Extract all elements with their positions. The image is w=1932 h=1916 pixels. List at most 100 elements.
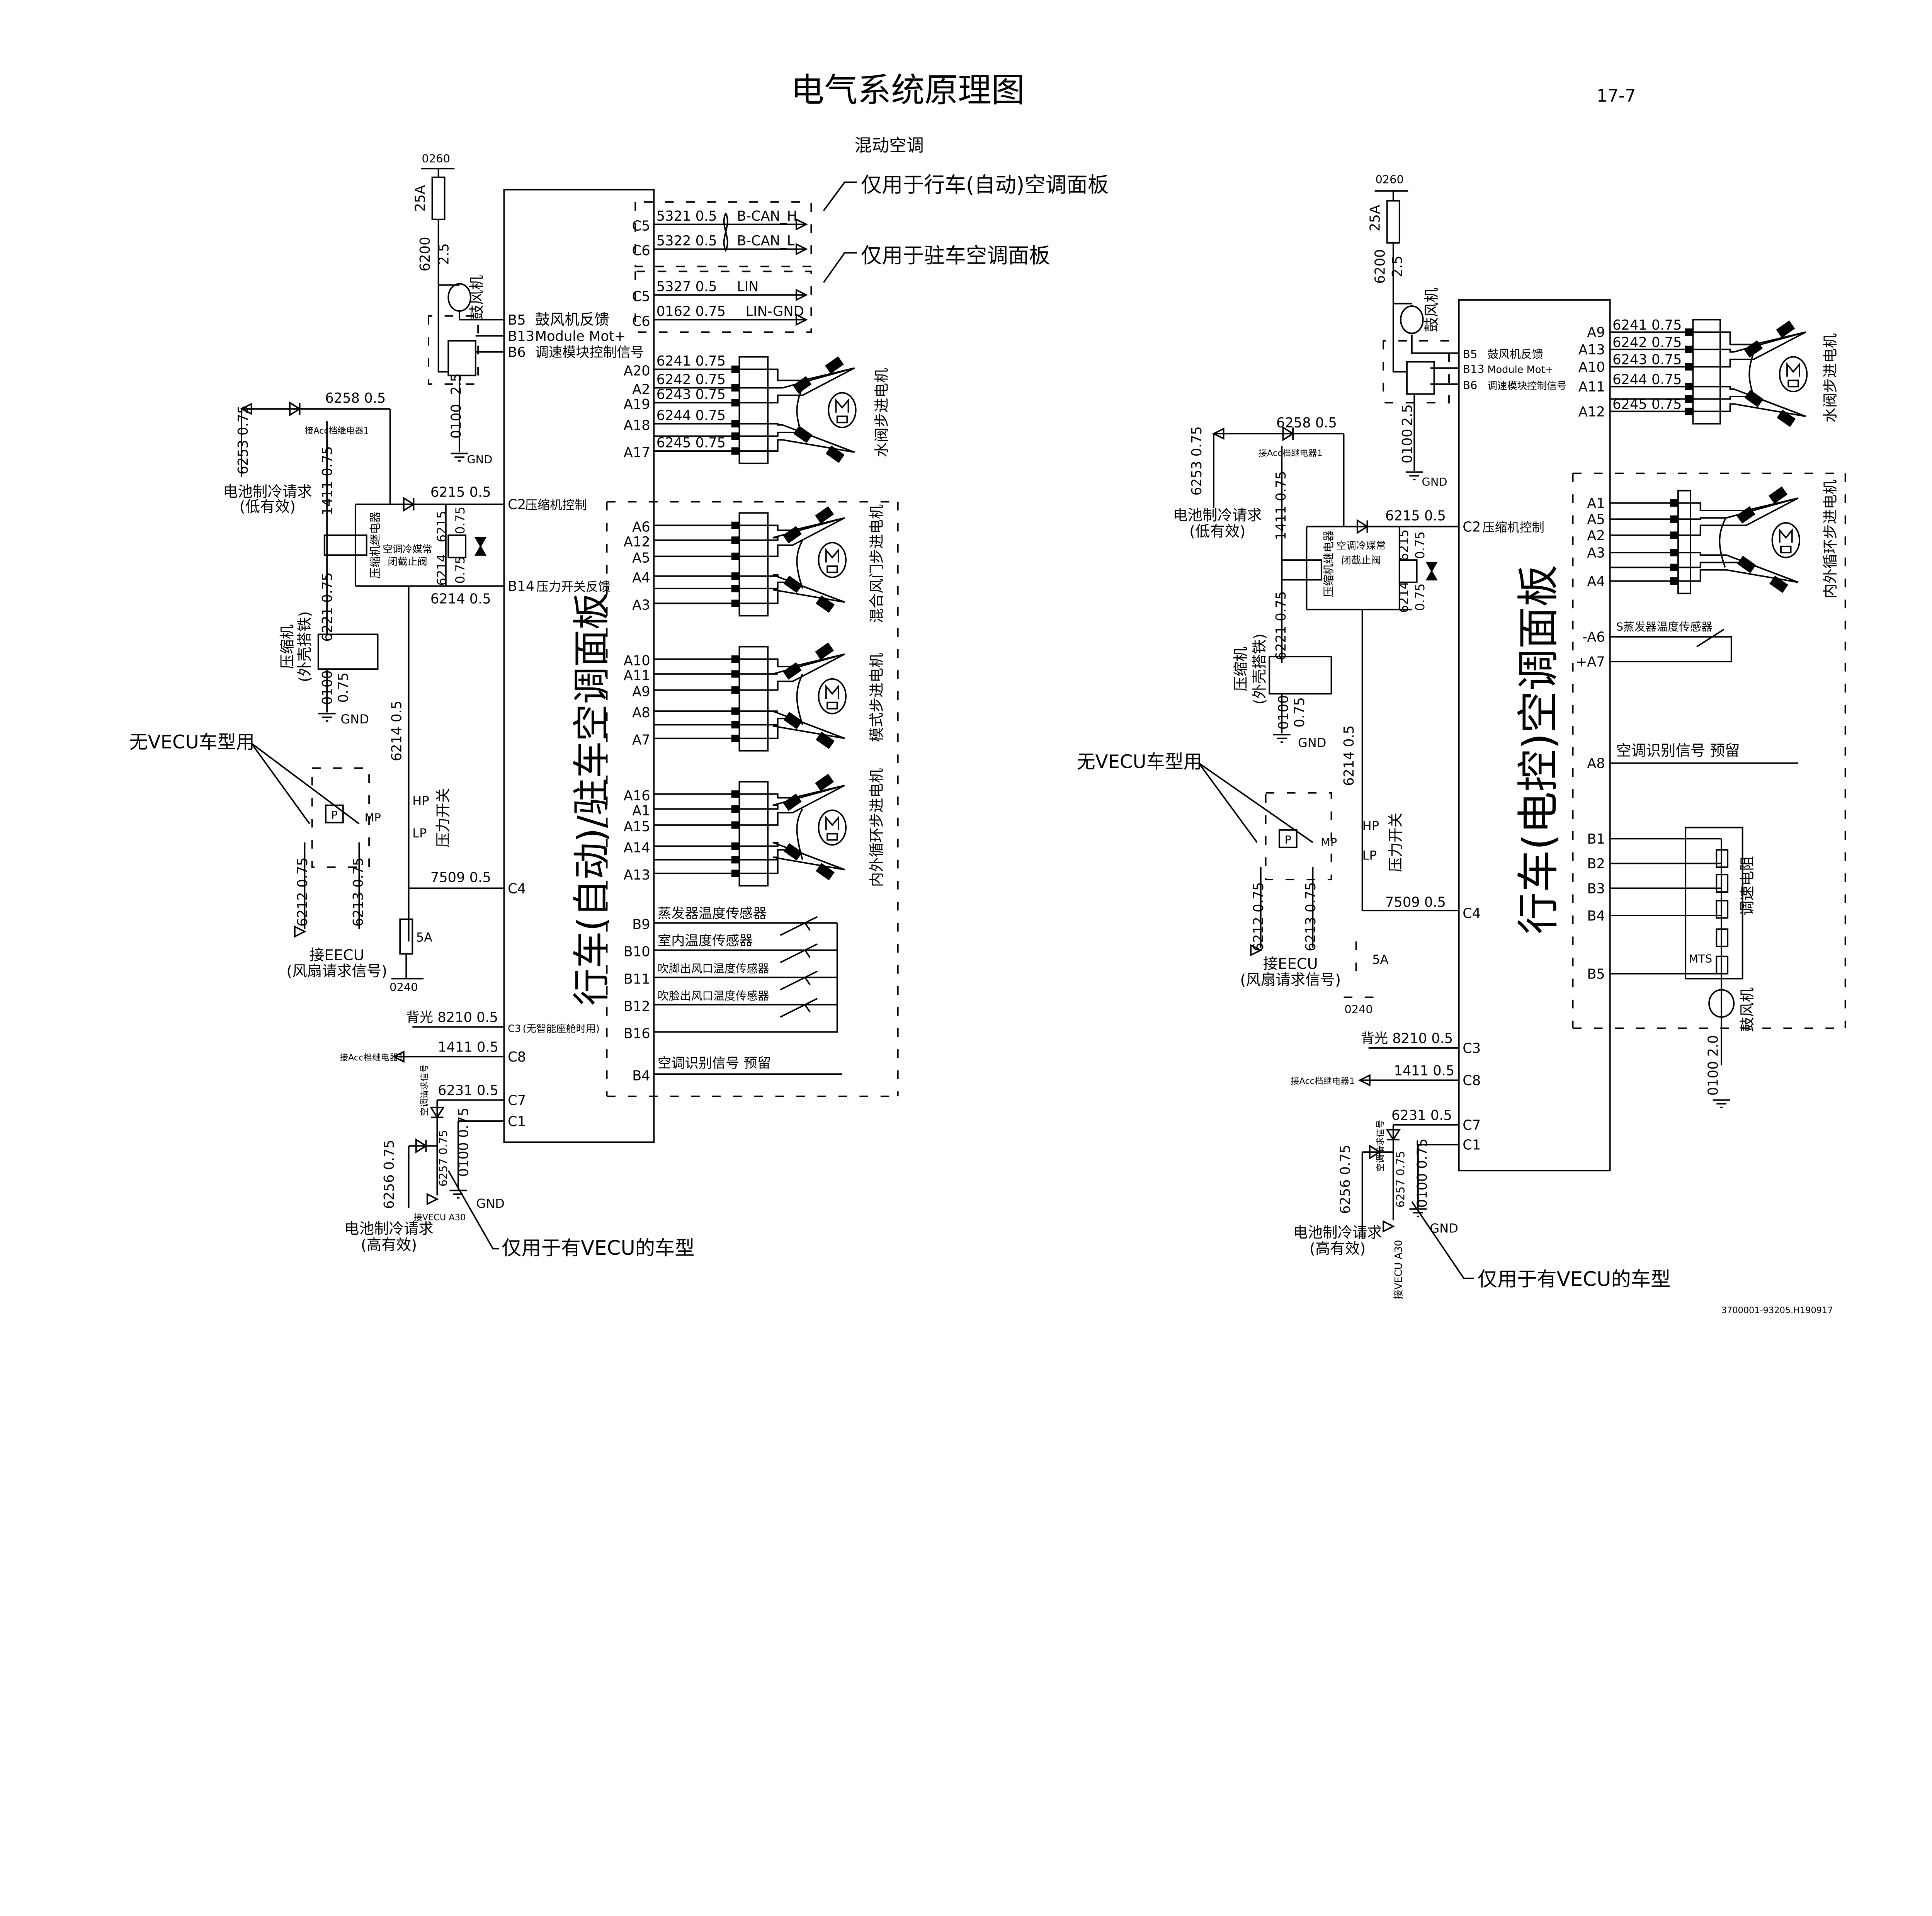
wire — [1678, 569, 1799, 583]
diagram-label: 6212 0.75 — [295, 857, 311, 926]
diagram-label: 0.75 — [453, 556, 468, 584]
diode-icon — [289, 401, 301, 417]
diagram-label: MP — [365, 811, 381, 824]
diagram-label: 0240 — [1344, 1003, 1372, 1016]
resistor-icon — [1716, 928, 1729, 948]
coil-icon — [1744, 390, 1764, 407]
wire — [408, 1099, 504, 1208]
pressure-switch-box — [1265, 792, 1332, 880]
diagram-label: 2.5 — [1389, 255, 1405, 277]
wire — [241, 408, 504, 942]
wire — [1361, 1124, 1459, 1239]
arrow-icon — [1383, 1220, 1395, 1233]
diagram-label: 压缩机继电器 — [1322, 530, 1335, 597]
motor-label: 水阀步进电机 — [873, 368, 891, 457]
terminal-icon — [1670, 499, 1679, 507]
page-subtitle: 混动空调 — [855, 135, 924, 155]
wire-label: 5327 0.5 — [656, 279, 717, 295]
pin-label: A11 — [624, 668, 650, 684]
diagram-label: 6214 — [434, 554, 449, 586]
ground-icon — [1713, 1099, 1730, 1108]
diagram-label: 1411 0.75 — [320, 446, 335, 515]
diagram-label: 2.5 — [448, 373, 464, 395]
arrow-icon — [1250, 944, 1263, 956]
wire — [1610, 636, 1732, 662]
pin-label: C7 — [1463, 1117, 1481, 1133]
pin-label: B13 — [1463, 362, 1484, 376]
signal-label: 压力开关反馈 — [536, 579, 611, 594]
connector-icon — [1692, 319, 1721, 425]
arrow-icon — [795, 289, 808, 301]
wire-label: 1411 0.5 — [1394, 1063, 1454, 1079]
wire — [739, 517, 845, 531]
diagram-label: 接Acc档继电器1 — [340, 1053, 404, 1063]
diagram-label: GND — [1422, 475, 1447, 488]
pin-label: A4 — [632, 570, 650, 586]
signal-label: 空调识别信号 预留 — [1616, 742, 1740, 760]
wire-label: 6244 0.75 — [1612, 372, 1682, 388]
terminal-icon — [731, 821, 740, 829]
coil-icon — [816, 863, 835, 880]
coil-icon — [793, 376, 812, 394]
terminal-icon — [1685, 383, 1694, 391]
terminal-icon — [1685, 328, 1694, 336]
speed-module-icon — [1406, 361, 1435, 395]
compressor-relay-icon — [323, 534, 367, 556]
diagram-label: 6253 0.75 — [235, 405, 251, 475]
component-label: 鼓风机 — [1739, 987, 1756, 1032]
coil-icon — [1777, 409, 1796, 427]
coil-icon — [783, 843, 803, 861]
pin-label: +A7 — [1576, 654, 1605, 670]
module-box — [1383, 340, 1450, 403]
diagram-label: 接Acc档继电器1 — [1259, 448, 1323, 458]
diagram-label: 6257 0.75 — [1394, 1151, 1407, 1208]
diagram-label: 25A — [1367, 205, 1383, 231]
signal-label: (无智能座舱时用) — [523, 1023, 600, 1035]
arrow-icon — [795, 218, 808, 231]
motor-shaft-icon — [827, 701, 838, 710]
pin-label: B16 — [624, 1026, 650, 1041]
note-label: 仅用于有VECU的车型 — [502, 1237, 695, 1260]
diagram-label: 闭截止阀 — [1341, 555, 1381, 567]
diagram-label: P — [331, 808, 338, 822]
wire-label: 背光 8210 0.5 — [1361, 1031, 1453, 1046]
pin-label: A13 — [1578, 342, 1605, 358]
blower-motor-icon — [1708, 989, 1735, 1018]
component-label: 调速电阻 — [1739, 856, 1756, 915]
ac-panel-right — [1458, 299, 1611, 1172]
diagram-label: 压缩机 — [279, 624, 296, 669]
sensor-label: 吹脚出风口温度传感器 — [658, 962, 769, 975]
diode-icon — [1356, 519, 1369, 534]
pin-label: A5 — [1587, 512, 1605, 527]
sensor-label: 吹脸出风口温度传感器 — [658, 989, 769, 1002]
arrow-icon — [294, 925, 306, 938]
terminal-icon — [731, 585, 740, 592]
wire-label: 背光 8210 0.5 — [406, 1010, 498, 1026]
diode-icon — [1386, 1129, 1401, 1141]
note-label: 仅用于驻车空调面板 — [861, 243, 1050, 268]
diagram-label: 接EECU — [1263, 955, 1318, 973]
terminal-icon — [1670, 577, 1679, 585]
bus-signal-label: B-CAN_L — [737, 233, 795, 249]
can-group-box — [634, 201, 812, 267]
coil-icon — [816, 595, 835, 613]
wire — [739, 849, 845, 871]
pin-label: A3 — [1587, 545, 1605, 561]
coil-icon — [782, 526, 802, 544]
panel-name: 行车(电控)空调面板 — [1514, 565, 1563, 934]
arrow-icon — [1212, 427, 1225, 440]
pin-label: A17 — [624, 445, 650, 461]
wire-label: 0162 0.75 — [656, 304, 726, 320]
diagram-label: 0100 — [1276, 695, 1291, 730]
wire-label: 1411 0.5 — [438, 1040, 498, 1055]
pin-label: A7 — [632, 732, 650, 748]
blower-motor-icon — [447, 283, 471, 312]
diode-icon — [403, 497, 415, 512]
diagram-label: 0100 0.75 — [1414, 1138, 1430, 1208]
diagram-label: 2.5 — [436, 243, 452, 265]
pin-label: A3 — [632, 597, 650, 613]
arrow-icon — [795, 243, 808, 255]
diagram-label: 0100 — [1400, 429, 1415, 463]
diagram-label: GND — [467, 453, 492, 466]
coil-icon — [782, 662, 802, 680]
